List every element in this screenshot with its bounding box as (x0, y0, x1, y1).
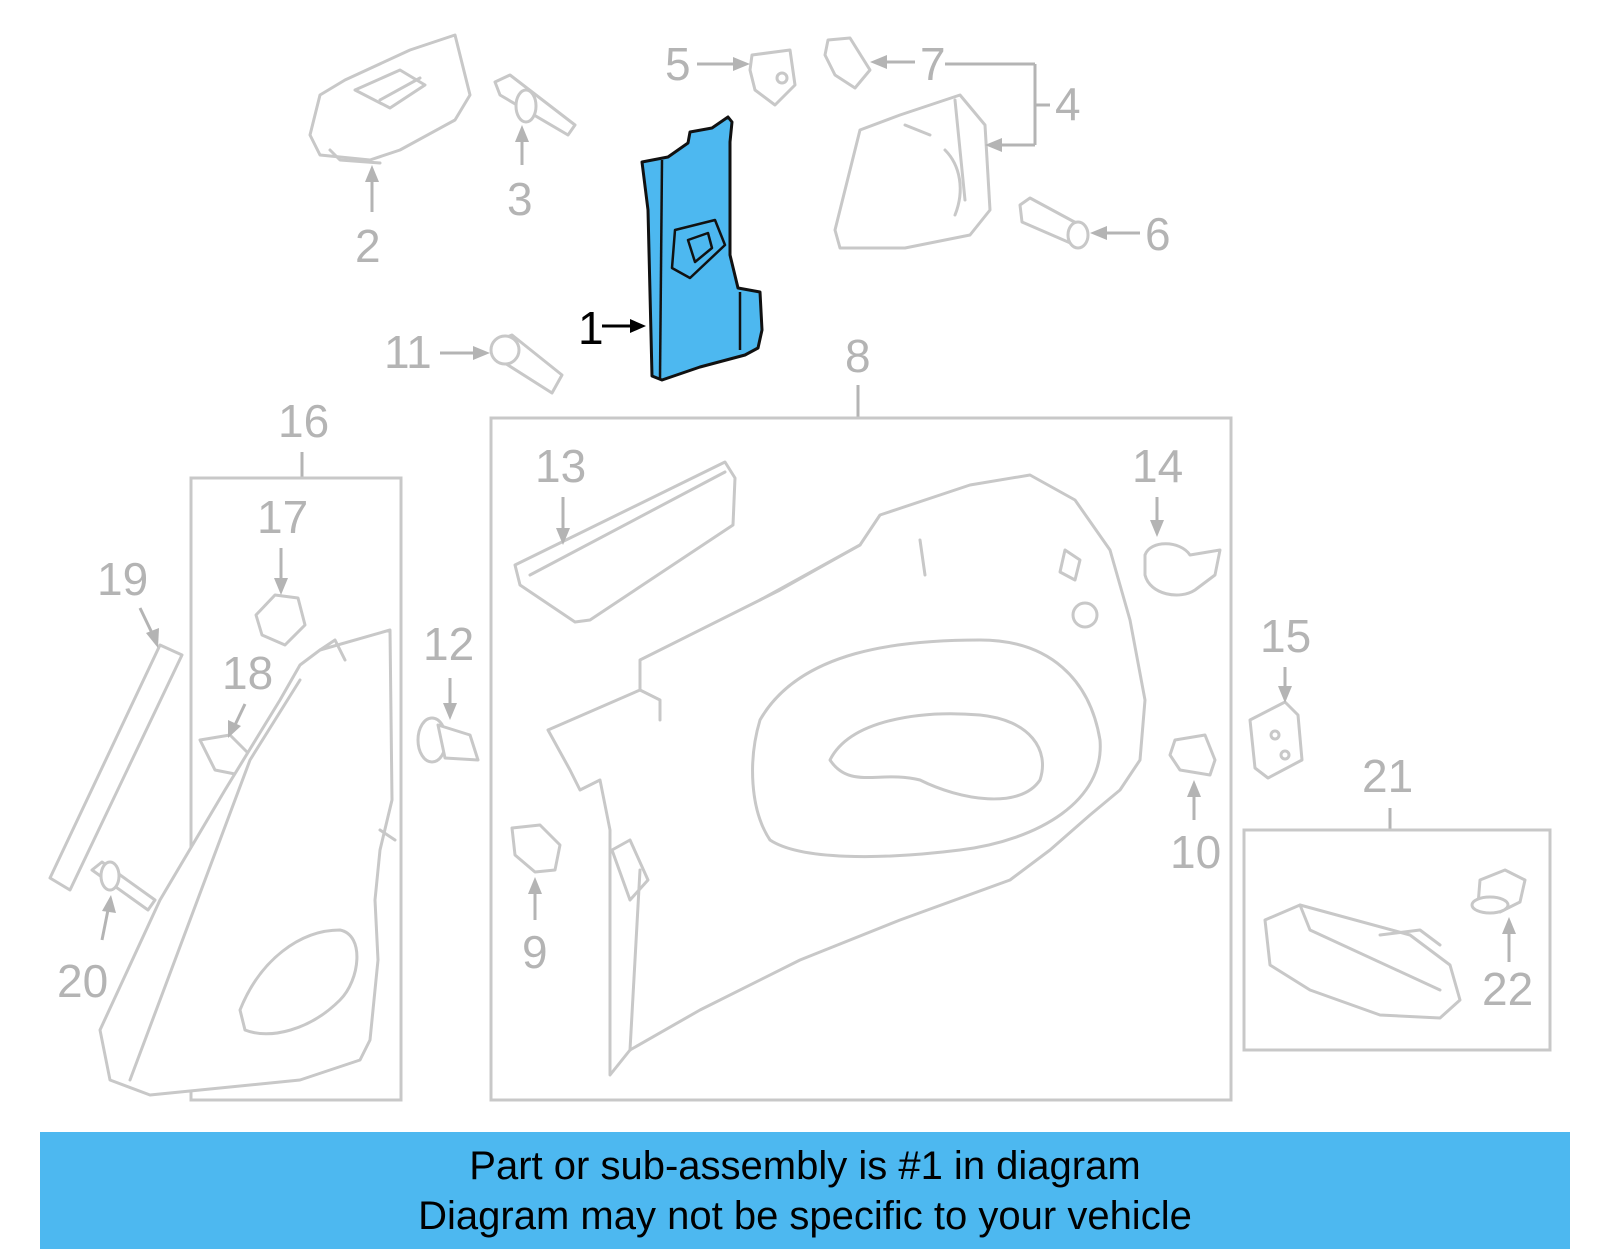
info-banner: Part or sub-assembly is #1 in diagram Di… (40, 1132, 1570, 1249)
svg-text:6: 6 (1145, 208, 1171, 260)
svg-text:5: 5 (665, 38, 691, 90)
svg-text:12: 12 (423, 618, 474, 670)
part-12-push-pin[interactable] (416, 716, 480, 764)
part-19-strip[interactable] (48, 643, 184, 892)
callout-1: 1 (578, 302, 646, 354)
svg-text:13: 13 (535, 440, 586, 492)
part-5-clip[interactable] (748, 48, 797, 107)
part-4-cover[interactable] (833, 93, 992, 250)
callout-21: 21 (1362, 750, 1413, 830)
svg-text:8: 8 (845, 330, 871, 382)
svg-text:11: 11 (384, 326, 432, 378)
svg-text:9: 9 (522, 926, 548, 978)
svg-text:2: 2 (355, 220, 381, 272)
part-3-screw[interactable] (493, 73, 577, 137)
svg-text:22: 22 (1482, 963, 1533, 1015)
callout-4: 4 (945, 62, 1081, 152)
svg-text:14: 14 (1132, 440, 1183, 492)
svg-text:21: 21 (1362, 750, 1413, 802)
svg-text:18: 18 (222, 647, 273, 699)
part-7-clip[interactable] (823, 36, 872, 90)
part-11-bolt[interactable] (489, 333, 564, 395)
callout-22: 22 (1482, 917, 1533, 1015)
part-15-bracket[interactable] (1248, 700, 1304, 780)
part-9-clip[interactable] (510, 823, 562, 874)
callout-14: 14 (1132, 440, 1183, 537)
part-8-quarter-panel[interactable] (546, 473, 1147, 1077)
callout-2: 2 (355, 165, 381, 272)
svg-text:20: 20 (57, 955, 108, 1007)
part-14-grommet[interactable] (1143, 542, 1222, 597)
group-box-8 (489, 416, 1233, 1102)
part-16-pillar-panel[interactable] (98, 628, 397, 1097)
callout-8: 8 (845, 330, 871, 418)
callout-9: 9 (522, 877, 548, 978)
svg-text:10: 10 (1170, 826, 1221, 878)
part-17-clip[interactable] (254, 593, 307, 647)
callout-17: 17 (257, 491, 308, 595)
svg-text:15: 15 (1260, 610, 1311, 662)
group-box-16 (189, 476, 403, 1102)
part-22-push-pin[interactable] (1470, 868, 1527, 915)
part-1-pillar-trim[interactable] (640, 115, 764, 382)
svg-text:1: 1 (578, 302, 604, 354)
callout-10: 10 (1170, 780, 1221, 878)
part-6-bolt[interactable] (1018, 196, 1090, 250)
banner-line-1: Part or sub-assembly is #1 in diagram (469, 1144, 1141, 1188)
callout-7: 7 (870, 38, 946, 90)
callout-20: 20 (57, 895, 116, 1007)
svg-text:16: 16 (278, 395, 329, 447)
banner-line-2: Diagram may not be specific to your vehi… (418, 1194, 1192, 1238)
callout-5: 5 (665, 38, 750, 90)
svg-text:3: 3 (507, 173, 533, 225)
part-21-lamp[interactable] (1263, 903, 1462, 1020)
part-20-fastener[interactable] (90, 860, 157, 912)
part-2-lamp-housing[interactable] (308, 33, 472, 165)
callout-3: 3 (507, 125, 533, 225)
svg-text:19: 19 (97, 553, 148, 605)
svg-text:4: 4 (1055, 78, 1081, 130)
callout-15: 15 (1260, 610, 1311, 703)
svg-text:17: 17 (257, 491, 308, 543)
callout-18: 18 (222, 647, 273, 738)
callout-6: 6 (1090, 208, 1171, 260)
callout-12: 12 (423, 618, 474, 720)
group-box-21 (1242, 828, 1552, 1052)
callout-19: 19 (97, 553, 159, 648)
part-10-clip[interactable] (1168, 733, 1217, 777)
callout-13: 13 (535, 440, 586, 545)
svg-text:7: 7 (920, 38, 946, 90)
part-13-trim-strip[interactable] (513, 460, 737, 624)
callout-11: 11 (384, 326, 490, 378)
callout-16: 16 (278, 395, 329, 478)
